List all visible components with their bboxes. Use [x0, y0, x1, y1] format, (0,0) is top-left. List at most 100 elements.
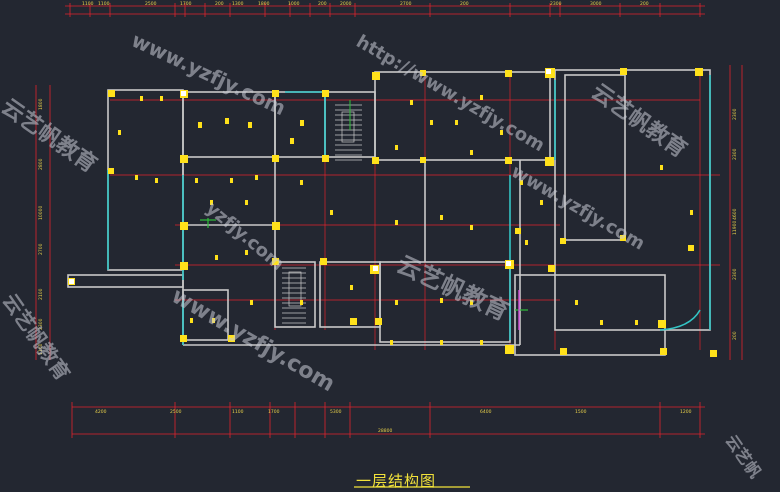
dimension-label: 200	[318, 1, 327, 7]
column	[505, 345, 514, 354]
column	[350, 285, 353, 290]
column	[300, 180, 303, 185]
column	[320, 258, 327, 265]
column	[118, 130, 121, 135]
column-cap	[181, 91, 186, 96]
column	[180, 155, 188, 163]
column	[440, 298, 443, 303]
column	[395, 145, 398, 150]
dimension-label: 2300	[38, 318, 44, 330]
column	[210, 200, 213, 205]
column	[660, 165, 663, 170]
column	[430, 120, 433, 125]
watermark-text: 云艺帆教育	[0, 289, 75, 385]
column	[108, 168, 114, 174]
column-cap	[373, 266, 378, 271]
column	[108, 90, 115, 97]
dimension-label: 1100	[38, 343, 44, 355]
column	[688, 245, 694, 251]
dimension-label: 3000	[590, 1, 602, 7]
dimension-label: 1100	[98, 1, 110, 7]
column	[620, 235, 626, 241]
watermark-text: http://www.yzfjy.com	[353, 31, 549, 156]
column	[520, 180, 523, 185]
column	[135, 175, 138, 180]
dimension-label: 5300	[330, 409, 342, 415]
column	[695, 68, 703, 76]
column	[525, 240, 528, 245]
dimension-label: 2800	[38, 158, 44, 170]
column	[300, 300, 303, 305]
column	[212, 318, 215, 323]
column	[195, 178, 198, 183]
staircase	[282, 104, 362, 324]
column-cap	[506, 261, 511, 266]
column	[322, 155, 329, 162]
column	[545, 157, 554, 166]
column	[180, 222, 188, 230]
dimension-label: 2300	[732, 148, 738, 160]
dimension-label: 6400	[480, 409, 492, 415]
walls	[67, 69, 711, 356]
dimension-label: 2300	[732, 108, 738, 120]
dimension-label: 2700	[38, 243, 44, 255]
dimension-label: 10000	[38, 206, 44, 220]
column	[635, 320, 638, 325]
column	[480, 95, 483, 100]
dimension-label: 11900	[732, 221, 738, 235]
column	[248, 122, 252, 128]
column	[560, 348, 567, 355]
watermark-text: 云艺帆	[722, 431, 765, 481]
markers	[200, 100, 528, 330]
column	[575, 300, 578, 305]
column	[420, 70, 426, 76]
dimension-label: 1800	[258, 1, 270, 7]
dimension-label: 1700	[180, 1, 192, 7]
column	[375, 318, 382, 325]
column	[548, 265, 555, 272]
column	[420, 157, 426, 163]
dimension-label: 2500	[170, 409, 182, 415]
column	[330, 210, 333, 215]
dimension-label: 2100	[38, 288, 44, 300]
column	[410, 100, 413, 105]
column	[245, 200, 248, 205]
column	[225, 118, 229, 124]
column	[470, 225, 473, 230]
column	[255, 175, 258, 180]
dimension-label: 2300	[550, 1, 562, 7]
structural-columns	[68, 68, 717, 357]
watermark-text: www.yzfjy.com	[128, 28, 290, 120]
dimension-label: 2300	[732, 268, 738, 280]
column-cap	[546, 69, 551, 74]
column	[710, 350, 717, 357]
dimension-label: 2000	[340, 1, 352, 7]
dimension-label: 4600	[732, 208, 738, 220]
dimension-label: 1500	[575, 409, 587, 415]
dimension-label: 4200	[95, 409, 107, 415]
column	[690, 210, 693, 215]
watermark-text: 云艺帆教育	[0, 94, 102, 178]
column	[272, 258, 279, 265]
column	[215, 255, 218, 260]
column	[140, 96, 143, 101]
column	[230, 178, 233, 183]
column	[440, 215, 443, 220]
column	[300, 120, 304, 126]
column	[658, 320, 666, 328]
dimension-label: 200	[640, 1, 649, 7]
drawing-title: 一层结构图	[356, 472, 436, 490]
column	[245, 250, 248, 255]
column	[540, 200, 543, 205]
column	[272, 90, 279, 97]
column	[505, 157, 512, 164]
dimension-label: 1100	[82, 1, 94, 7]
dimension-label: 1100	[232, 409, 244, 415]
column	[390, 340, 393, 345]
column	[372, 157, 379, 164]
column	[505, 70, 512, 77]
dimension-label: 1300	[232, 1, 244, 7]
column	[198, 122, 202, 128]
dimension-lines	[35, 3, 743, 438]
